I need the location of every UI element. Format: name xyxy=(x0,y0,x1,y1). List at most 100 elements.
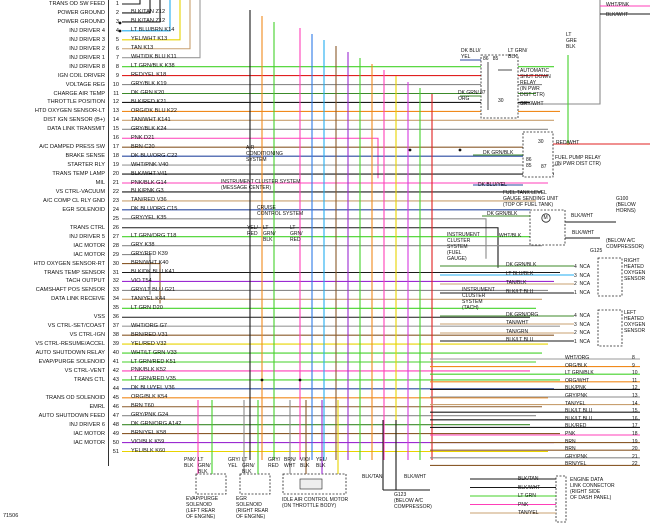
pcm-pin-number: 17 xyxy=(112,144,119,151)
pcm-pin-number: 43 xyxy=(112,376,119,383)
pcm-signal-label: EVAP/PURGE SOLENOID xyxy=(38,359,105,365)
asd-wire-grywht: GRY/WHT xyxy=(520,101,544,107)
wire-code-label: VIO/BLK K59 xyxy=(131,439,165,446)
pcm-pin-number: 50 xyxy=(112,439,119,446)
pcm-pin-number: 28 xyxy=(112,242,119,249)
pcm-signal-label: EMRL xyxy=(89,403,105,410)
pcm-pin-number: 37 xyxy=(112,323,119,330)
pcm-pin-number: 44 xyxy=(112,385,119,392)
right-edge-wire-label: BRN xyxy=(565,446,576,453)
pcm-signal-label: THROTTLE POSITION xyxy=(47,99,105,106)
wire-code-label: BRN/YEL K58 xyxy=(131,430,167,437)
wire-code-label: TAN/RED V36 xyxy=(131,197,167,204)
pcm-signal-label: IAC MOTOR xyxy=(73,251,105,258)
wire-code-label: YEL/WHT K13 xyxy=(131,36,168,43)
rt-o2-pin-label: 3 NCA xyxy=(574,272,591,279)
fuel-pump-motor-icon xyxy=(541,213,551,223)
right-edge-wire-number: 15 xyxy=(632,408,638,415)
pcm-signal-label: VS CTRL-VENT xyxy=(64,367,105,374)
pcm-signal-label: DIST IGN SENSOR (B+) xyxy=(43,117,105,124)
pcm-signal-label: CAMSHAFT POS SENSOR xyxy=(35,287,105,294)
pcm-signal-label: DATA LINK RECEIVE xyxy=(51,296,105,303)
wire-code-label: DK BLU/YEL V36 xyxy=(131,385,175,392)
pcm-signal-label: TRANS CTL xyxy=(73,376,105,383)
right-edge-wire-number: 19 xyxy=(632,438,638,445)
iac-wire-label: VIO/ BLK xyxy=(300,457,311,469)
pcm-wire xyxy=(122,0,191,50)
pcm-signal-label: TRANS OD SW FEED xyxy=(49,1,105,7)
instrument-cluster-tach-label: INSTRUMENT CLUSTER SYSTEM (TACH) xyxy=(462,287,495,311)
wire-code-label: BRN/WHT K40 xyxy=(131,260,169,267)
cruise-wire-yelred: YEL/ RED xyxy=(247,225,258,237)
cruise-wire-ltgrnblk: LT GRN/ BLK xyxy=(263,225,276,243)
pcm-pin-number: 11 xyxy=(113,90,119,97)
lt-o2-sensor-label: LEFT HEATED OXYGEN SENSOR xyxy=(624,310,646,334)
pcm-pin-number: 39 xyxy=(112,341,119,348)
wire-code-label: PNK/BLK K52 xyxy=(131,367,167,374)
o2-wire-label: DK GRN/BLK xyxy=(506,262,537,268)
pcm-pin-number: 6 xyxy=(115,45,119,52)
right-edge-wire-number: 17 xyxy=(632,423,638,430)
pcm-signal-label: VS CTRL-VACUUM xyxy=(55,188,105,195)
pcm-signal-label: VS CTRL-RESUME/ACCEL xyxy=(35,341,105,348)
iac-wire-label: GRY/ RED xyxy=(268,457,281,469)
pcm-pin-number: 7 xyxy=(115,54,119,61)
right-edge-wire-number: 9 xyxy=(632,362,635,369)
pcm-wire xyxy=(122,0,151,14)
fl-wire-dkgrnblk: DK GRN/BLK xyxy=(487,211,518,217)
rt-o2-pin-label: 1 NCA xyxy=(574,289,591,296)
pcm-signal-label: VSS xyxy=(93,314,105,321)
pcm-pin-number: 29 xyxy=(112,251,119,258)
pcm-wire xyxy=(122,0,171,32)
right-edge-wire-label: BRN/YEL xyxy=(565,461,587,468)
pcm-signal-label: IAC MOTOR xyxy=(73,439,105,446)
pcm-wire xyxy=(122,218,487,259)
pcm-pin-number: 22 xyxy=(112,188,119,195)
pcm-pin-number: 42 xyxy=(112,367,119,374)
pcm-pin-number: 18 xyxy=(112,153,119,160)
pcm-pin-number: 5 xyxy=(115,36,119,43)
wire-code-label: GRY/PNK G24 xyxy=(131,412,169,419)
right-edge-wire-label: ORG/BLK xyxy=(565,362,588,369)
pcm-pin-number: 14 xyxy=(112,117,119,124)
fuel-pump-motor-label: M xyxy=(543,215,548,221)
rt-o2-sensor-box xyxy=(597,257,623,297)
iac-motor-label: IDLE AIR CONTROL MOTOR (ON THROTTLE BODY… xyxy=(282,497,349,509)
pcm-wire xyxy=(122,0,181,41)
right-edge-wire-number: 20 xyxy=(632,446,638,453)
fl-wire-blkwht2: BLK/WHT xyxy=(571,213,594,219)
wire-code-label: GRY/BLK K24 xyxy=(131,125,167,132)
g123-ground-label: G123 (BELOW A/C COMPRESSOR) xyxy=(394,492,432,510)
fuel-level-sender-label: FUEL TANK LEVEL GAUGE SENDING UNIT (TOP … xyxy=(503,190,559,208)
fl-wire-whtblk: WHT/BLK xyxy=(499,233,522,239)
wire-code-label: YEL/RED V32 xyxy=(131,340,167,347)
asd-wire xyxy=(518,0,601,105)
pcm-signal-label: BRAKE SENSE xyxy=(65,153,105,160)
wire-code-label: WHT/PNK V40 xyxy=(131,161,169,168)
fp-wire-dkbluyel: DK BLU/YEL xyxy=(478,182,507,188)
dlc-wire-label: PNK xyxy=(518,501,529,508)
pcm-pin-number: 48 xyxy=(112,421,119,428)
pcm-signal-label: CHARGE AIR TEMP xyxy=(53,90,106,97)
wire-blkwht: BLK/WHT xyxy=(606,12,629,18)
wire-code-label: DK GRN/ORG A142 xyxy=(131,421,182,428)
pcm-pin-number: 40 xyxy=(112,350,119,357)
asd-wire-ltgreblk: LT GRE BLK xyxy=(566,32,577,50)
right-edge-wire-label: BLK/RED xyxy=(565,423,587,430)
pcm-pin-number: 49 xyxy=(112,430,119,437)
lt-o2-pin-label: 1 NCA xyxy=(574,338,591,345)
pcm-wire xyxy=(122,0,161,23)
pcm-pin-number: 10 xyxy=(112,81,119,88)
evap-solenoid-label: EVAP/PURGE SOLENOID (LEFT REAR OF ENGINE… xyxy=(186,496,219,520)
g123-wire-blktan: BLK/TAN xyxy=(362,474,383,480)
wire-code-label: LT GRN/ORG T18 xyxy=(131,233,177,240)
right-edge-wire-number: 18 xyxy=(632,431,638,437)
pcm-signal-label: POWER GROUND xyxy=(57,18,105,25)
right-edge-wire-label: BLK/PNK xyxy=(565,385,587,392)
pcm-signal-label: TRANS OD SOLENOID xyxy=(45,394,105,401)
pcm-signal-label: INJ DRIVER 6 xyxy=(69,421,105,428)
right-edge-wire-label: PNK xyxy=(565,431,576,437)
wire-code-label: WHT/LT GRN V33 xyxy=(131,349,177,356)
dlc-connector-box xyxy=(555,475,567,523)
